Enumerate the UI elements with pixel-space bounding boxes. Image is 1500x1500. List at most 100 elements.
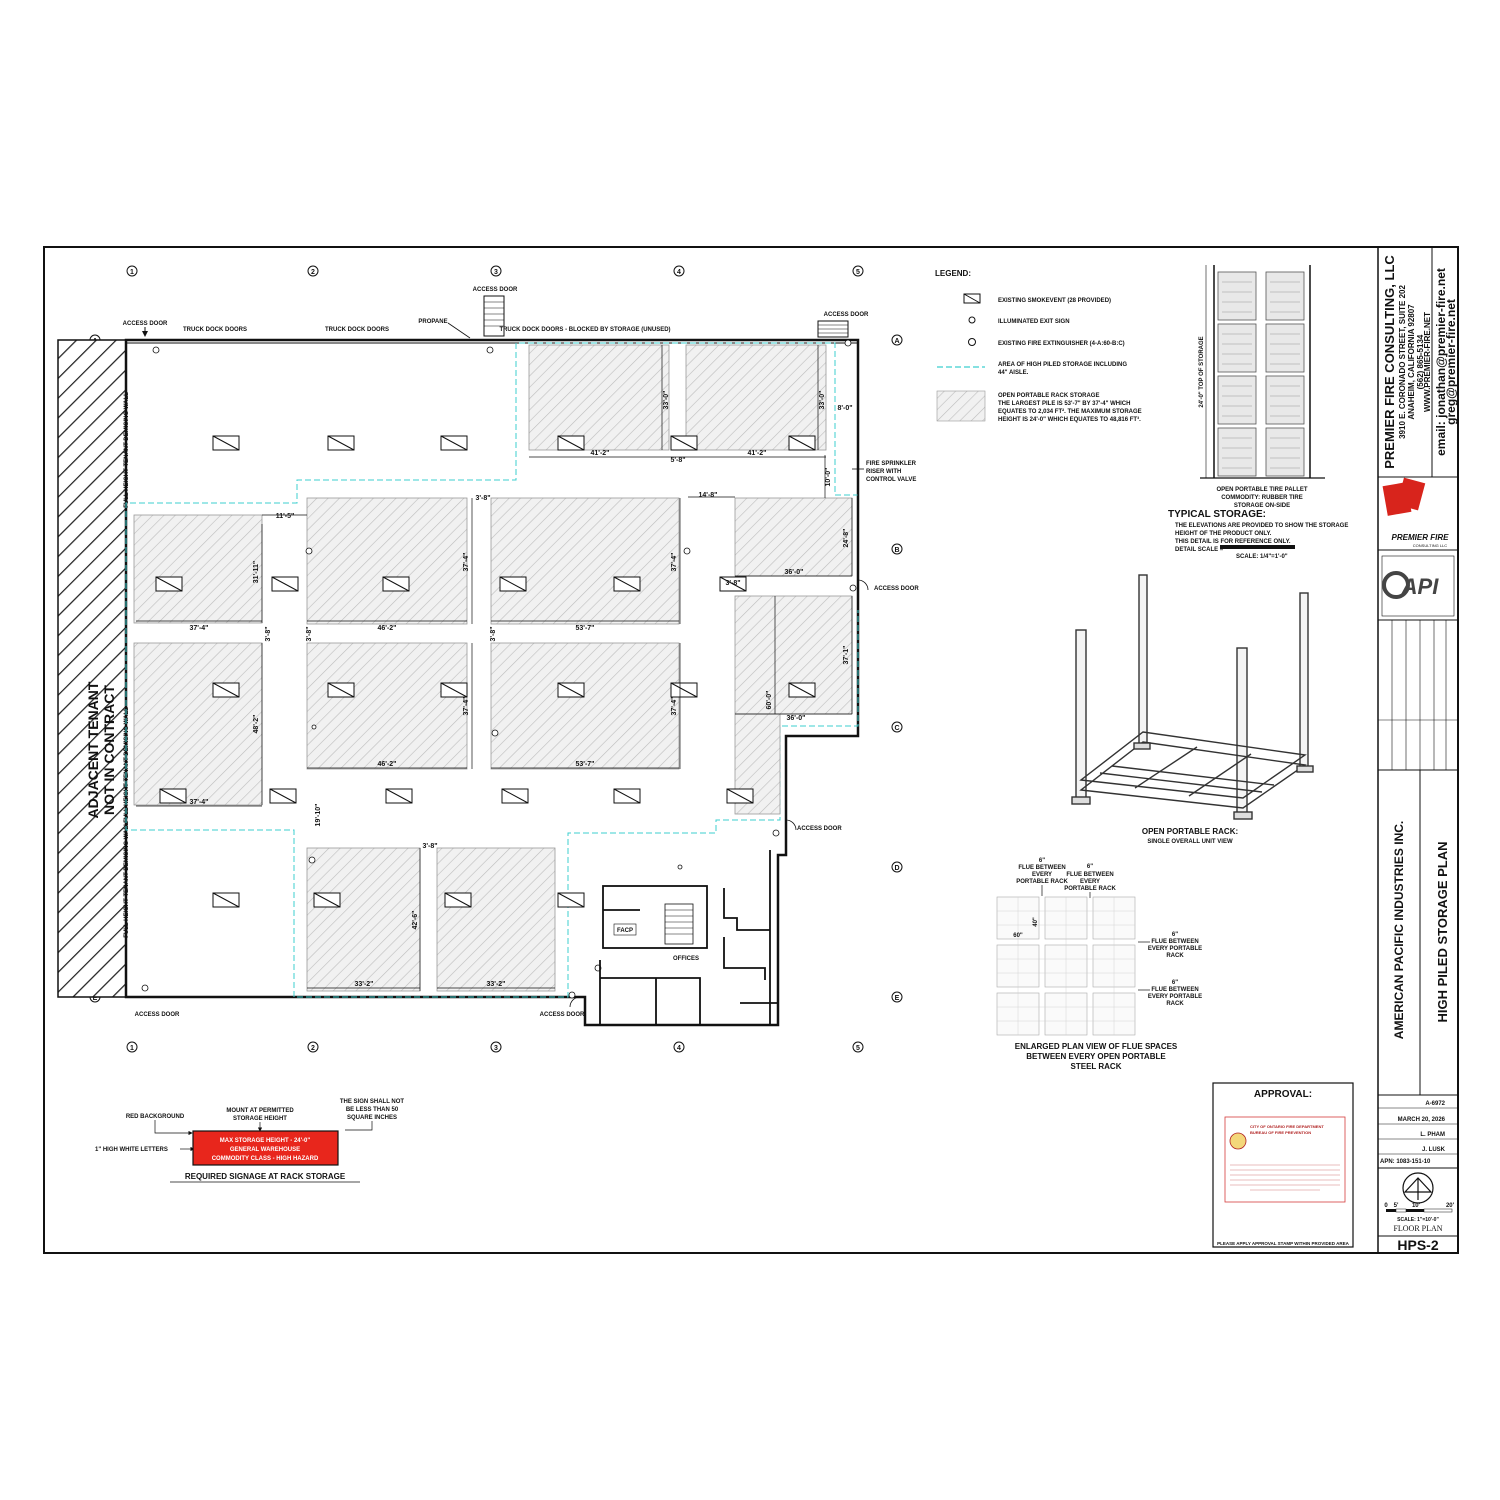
storage-pile	[306, 642, 468, 770]
logo-sub: CONSULTING LLC	[1413, 543, 1447, 548]
smoke-vent	[159, 788, 187, 804]
flue-3-line-4: RACK	[1166, 953, 1184, 959]
floor-plan: 1 2 3 4 5 1 2 3 4 5 A B C D E A B C D E	[57, 265, 919, 1053]
legend-exit-sign-icon	[968, 316, 976, 324]
smoke-vent	[327, 682, 355, 698]
legend-rack-2: THE LARGEST PILE IS 53'-7" BY 37'-4" WHI…	[998, 401, 1130, 407]
sheet-title: HIGH PILED STORAGE PLAN	[1435, 841, 1450, 1022]
grid-col-4: 4	[677, 269, 681, 276]
scale-0: 0	[1384, 1203, 1388, 1209]
grid-col-2: 2	[311, 269, 315, 276]
smoke-vent	[670, 435, 698, 451]
exit-sign-icon	[677, 864, 683, 870]
legend-hps-area-2: 44" AISLE.	[998, 370, 1029, 376]
dim-text: 10'-0"	[825, 468, 832, 487]
typical-storage-1: THE ELEVATIONS ARE PROVIDED TO SHOW THE …	[1175, 523, 1348, 529]
legend-rack-4: HEIGHT IS 24'-0" WHICH EQUATES TO 48,816…	[998, 416, 1141, 423]
smoke-vent	[385, 788, 413, 804]
typical-storage-2: HEIGHT OF THE PRODUCT ONLY.	[1175, 531, 1272, 537]
flue-2-line-4: PORTABLE RACK	[1064, 886, 1116, 892]
dim-text: 46'-2"	[378, 625, 397, 632]
offices-label: OFFICES	[673, 956, 699, 962]
fire-extinguisher-icon	[491, 729, 499, 737]
flue-4-line-4: RACK	[1166, 1001, 1184, 1007]
job-number: A-6972	[1425, 1101, 1445, 1107]
sign-line-1: MAX STORAGE HEIGHT - 24'-0"	[220, 1138, 311, 1144]
smoke-vent	[444, 892, 472, 908]
signage-title: REQUIRED SIGNAGE AT RACK STORAGE	[185, 1172, 346, 1181]
flue-3-line-3: EVERY PORTABLE	[1148, 946, 1202, 952]
riser-label-1: FIRE SPRINKLER	[866, 461, 917, 467]
legend-rack-hatch	[936, 390, 986, 422]
storage-pile	[685, 344, 827, 451]
dim-text: 14'-8"	[699, 492, 718, 499]
legend-smoke-vent: EXISTING SMOKEVENT (28 PROVIDED)	[998, 298, 1111, 304]
access-door-right: ACCESS DOOR	[874, 586, 919, 592]
fire-extinguisher-icon	[844, 339, 852, 347]
grid-col-3: 3	[494, 269, 498, 276]
sign-size-3: SQUARE INCHES	[347, 1115, 397, 1121]
storage-pile	[133, 642, 263, 806]
flue-2-line-2: FLUE BETWEEN	[1066, 872, 1113, 878]
api-logo: API	[1381, 555, 1455, 617]
dim-text: 48'-2"	[253, 715, 260, 734]
drawn-by: L. PHAM	[1420, 1132, 1445, 1138]
offices-block	[599, 850, 778, 1025]
legend-extinguisher: EXISTING FIRE EXTINGUISHER (4-A:60-B:C)	[998, 341, 1125, 347]
smoke-vent	[788, 682, 816, 698]
flue-title-2: BETWEEN EVERY OPEN PORTABLE	[1026, 1052, 1166, 1061]
approval-footer: PLEASE APPLY APPROVAL STAMP WITHIN PROVI…	[1217, 1241, 1349, 1246]
smoke-vent	[719, 576, 747, 592]
grid-col-3-bottom: 3	[494, 1045, 498, 1052]
smoke-vent	[382, 576, 410, 592]
dim-text: 36'-0"	[785, 569, 804, 576]
smoke-vent	[670, 682, 698, 698]
dim-text: 33'-2"	[487, 981, 506, 988]
sign-size-1: THE SIGN SHALL NOT	[340, 1099, 405, 1105]
dim-text: 37'-4"	[671, 553, 678, 572]
smoke-vent	[440, 682, 468, 698]
fire-department-seal-icon	[1229, 1132, 1247, 1150]
dim-text: 37'-1"	[843, 646, 850, 665]
legend-smoke-vent-icon	[963, 293, 981, 304]
storage-pile	[490, 642, 680, 770]
legend-hps-area-1: AREA OF HIGH PILED STORAGE INCLUDING	[998, 362, 1127, 368]
scale-text: SCALE: 1"=10'-0"	[1397, 1217, 1439, 1223]
flue-1-line-1: 6"	[1039, 858, 1045, 864]
dim-text: 24'-8"	[843, 529, 850, 548]
scale-5: 5'	[1394, 1203, 1399, 1209]
flue-3-line-1: 6"	[1172, 932, 1178, 938]
grid-top: 1 2 3 4 5	[126, 265, 864, 277]
dim-text: 3'-8"	[265, 626, 272, 641]
grid-col-1: 1	[130, 269, 134, 276]
smoke-vent	[212, 435, 240, 451]
apn-number: APN: 1083-151-10	[1380, 1159, 1431, 1165]
elevation-scale-text: SCALE: 1/4"=1'-0"	[1236, 554, 1288, 560]
dim-text: 33'-0"	[819, 391, 826, 410]
smoke-vent	[269, 788, 297, 804]
smoke-vent	[155, 576, 183, 592]
approval-stamp-2: BUREAU OF FIRE PREVENTION	[1250, 1130, 1311, 1135]
grid-col-5-bottom: 5	[856, 1045, 860, 1052]
flue-3-line-2: FLUE BETWEEN	[1151, 939, 1198, 945]
smoke-vent	[271, 576, 299, 592]
grid-row-e-right: E	[895, 995, 900, 1002]
typical-storage-3: THIS DETAIL IS FOR REFERENCE ONLY.	[1175, 539, 1291, 545]
grid-row-c-right: C	[894, 725, 899, 732]
smoke-vent	[212, 892, 240, 908]
storage-pile	[306, 497, 468, 625]
company-name: PREMIER FIRE CONSULTING, LLC	[1382, 255, 1397, 469]
company-email-1: email: jonathan@premier-fire.net	[1434, 268, 1448, 456]
dim-text: 36'-0"	[787, 715, 806, 722]
sign-size-2: BE LESS THAN 50	[346, 1107, 399, 1113]
company-address-1: 3910 E. CORONADO STREET, SUITE 202	[1398, 285, 1407, 439]
storage-piles	[133, 344, 853, 992]
smoke-vent	[726, 788, 754, 804]
typical-storage-4: DETAIL SCALE =	[1175, 547, 1224, 553]
sign-line-3: COMMODITY CLASS - HIGH HAZARD	[212, 1156, 319, 1162]
fire-extinguisher-icon	[152, 346, 160, 354]
not-in-contract-label: NOT IN CONTRACT	[101, 685, 117, 815]
smoke-vent	[557, 892, 585, 908]
grid-col-5: 5	[856, 269, 860, 276]
smoke-vents	[155, 435, 816, 908]
